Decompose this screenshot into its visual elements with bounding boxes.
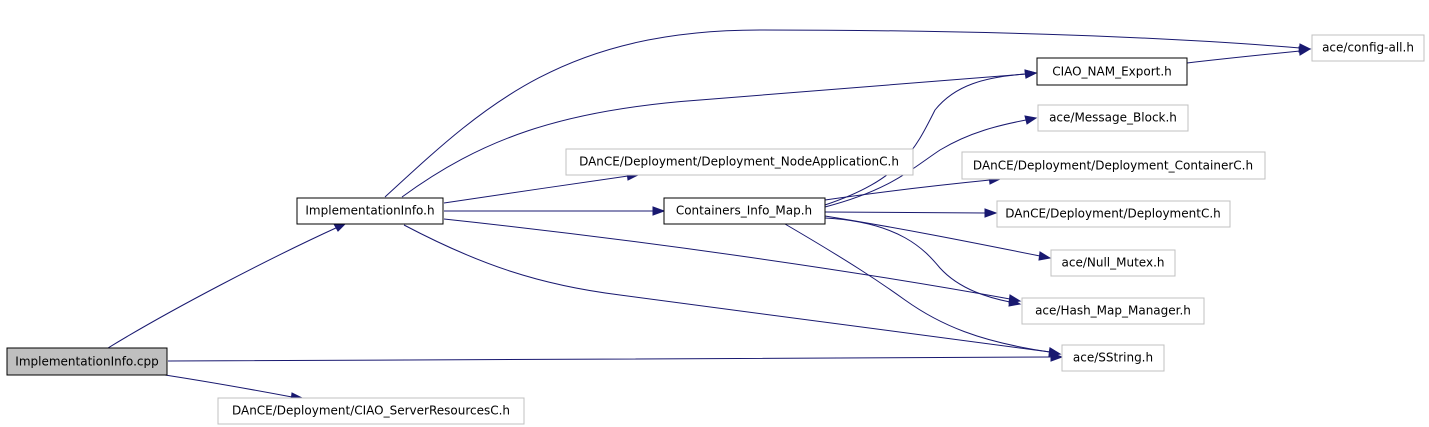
node-label: DAnCE/Deployment/Deployment_ContainerC.h xyxy=(973,159,1253,173)
edge-containers-info-map-to-sstring xyxy=(784,223,1062,357)
node-deployment-containerc-h[interactable]: DAnCE/Deployment/Deployment_ContainerC.h xyxy=(961,151,1266,180)
node-message-block-h[interactable]: ace/Message_Block.h xyxy=(1037,104,1189,132)
edge-implementationinfo-h-to-node-application xyxy=(443,171,640,204)
edge-containers-info-map-to-deploymentc xyxy=(824,208,998,218)
node-label: ace/SString.h xyxy=(1073,351,1153,365)
node-deployment-nodeapplicationc-h[interactable]: DAnCE/Deployment/Deployment_NodeApplicat… xyxy=(565,148,914,176)
node-label: ImplementationInfo.h xyxy=(305,204,434,218)
node-implementationinfo-h[interactable]: ImplementationInfo.h xyxy=(296,197,444,225)
node-ciao-serverresourcesc-h[interactable]: DAnCE/Deployment/CIAO_ServerResourcesC.h xyxy=(217,397,525,425)
edge-containers-info-map-to-hash-map-manager xyxy=(824,217,1022,307)
node-label: ace/config-all.h xyxy=(1322,41,1414,55)
edge-containers-info-map-to-deployment-container xyxy=(824,175,1002,201)
node-label: ace/Null_Mutex.h xyxy=(1062,256,1165,270)
node-implementationinfo-cpp[interactable]: ImplementationInfo.cpp xyxy=(6,347,168,376)
node-sstring-h[interactable]: ace/SString.h xyxy=(1061,344,1165,372)
node-config-all-h[interactable]: ace/config-all.h xyxy=(1311,34,1425,62)
node-deploymentc-h[interactable]: DAnCE/Deployment/DeploymentC.h xyxy=(996,200,1231,228)
node-label: DAnCE/Deployment/Deployment_NodeApplicat… xyxy=(579,155,899,169)
edge-implementationinfo-cpp-to-ciao-serverresources xyxy=(164,374,304,402)
nodes: ImplementationInfo.cpp ImplementationInf… xyxy=(6,34,1425,425)
edge-implementationinfo-cpp-to-implementationinfo-h xyxy=(107,222,348,349)
node-label: ace/Hash_Map_Manager.h xyxy=(1035,304,1191,318)
edge-containers-info-map-to-message-block xyxy=(824,115,1038,208)
node-label: Containers_Info_Map.h xyxy=(676,204,812,218)
edge-ciao-nam-export-to-config-all xyxy=(1186,46,1312,64)
node-containers-info-map-h[interactable]: Containers_Info_Map.h xyxy=(663,197,826,225)
edge-implementationinfo-h-to-ciao-nam-export xyxy=(401,69,1038,198)
node-label: CIAO_NAM_Export.h xyxy=(1052,65,1172,79)
edge-containers-info-map-to-ciao-nam-export xyxy=(824,69,1038,206)
node-label: DAnCE/Deployment/DeploymentC.h xyxy=(1005,207,1221,221)
node-ciao-nam-export-h[interactable]: CIAO_NAM_Export.h xyxy=(1036,57,1188,86)
edge-implementationinfo-cpp-to-sstring xyxy=(167,352,1064,362)
node-label: ImplementationInfo.cpp xyxy=(15,355,158,369)
node-hash-map-manager-h[interactable]: ace/Hash_Map_Manager.h xyxy=(1021,297,1205,325)
node-label: DAnCE/Deployment/CIAO_ServerResourcesC.h xyxy=(232,404,510,418)
node-label: ace/Message_Block.h xyxy=(1049,111,1177,125)
edge-implementationinfo-h-to-containers-info-map xyxy=(444,206,666,216)
edges xyxy=(107,29,1312,402)
node-null-mutex-h[interactable]: ace/Null_Mutex.h xyxy=(1050,249,1176,277)
